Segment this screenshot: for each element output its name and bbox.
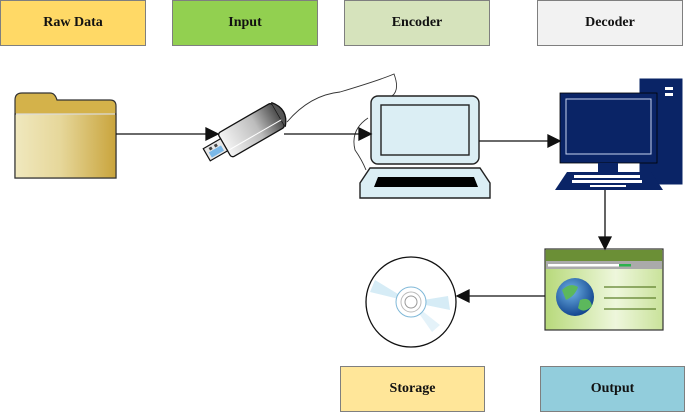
raw-data-label: Raw Data (0, 0, 146, 46)
arrowhead-storage (455, 288, 470, 304)
laptop-icon (359, 95, 491, 199)
storage-label: Storage (340, 366, 485, 412)
encoder-text: Encoder (391, 15, 443, 30)
arrowhead-output (597, 236, 613, 251)
usb-cable (286, 73, 397, 123)
arrowhead-decoder (547, 133, 562, 149)
storage-text: Storage (389, 381, 436, 396)
input-text: Input (228, 15, 262, 30)
usb-drive-icon (202, 101, 287, 162)
folder-icon (14, 92, 117, 179)
raw-data-text: Raw Data (43, 15, 103, 30)
usb-cable-lower (353, 117, 369, 171)
web-page-icon (544, 248, 664, 331)
encoder-label: Encoder (344, 0, 490, 46)
output-text: Output (590, 381, 635, 396)
desktop-computer-icon (555, 78, 683, 190)
optical-disc-icon (365, 256, 457, 348)
arrowhead-encoder (358, 126, 373, 142)
decoder-text: Decoder (585, 15, 635, 30)
decoder-label: Decoder (537, 0, 683, 46)
arrowhead-input (205, 126, 220, 142)
output-label: Output (540, 366, 685, 412)
input-label: Input (172, 0, 318, 46)
